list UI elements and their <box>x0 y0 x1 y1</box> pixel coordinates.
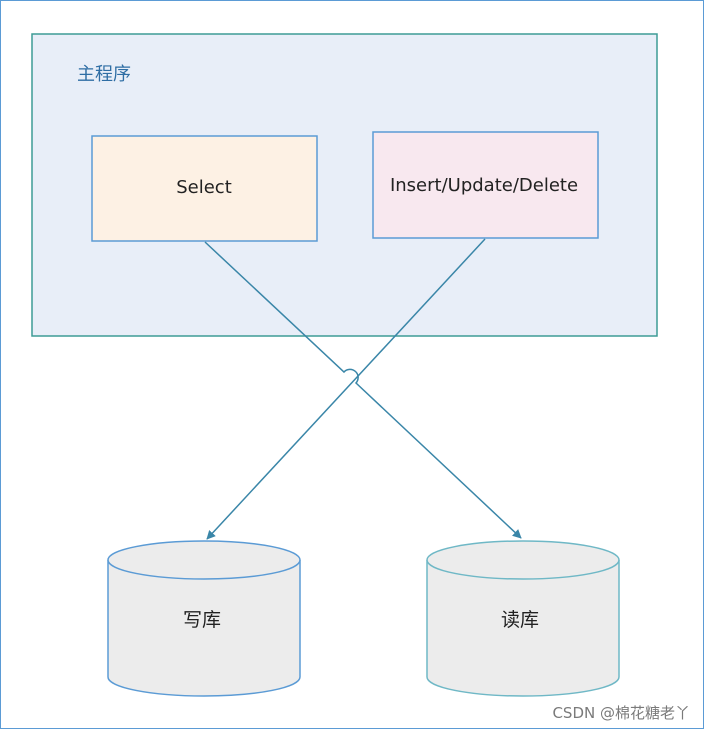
write-ops-box-label: Insert/Update/Delete <box>390 175 578 196</box>
select-to-read-db-connector <box>204 241 522 539</box>
write-ops-to-write-db-connector <box>206 238 486 540</box>
write-ops-box: Insert/Update/Delete <box>372 131 599 239</box>
watermark: CSDN @棉花糖老丫 <box>552 704 690 722</box>
main-program-label: 主程序 <box>77 64 131 85</box>
select-box: Select <box>91 135 318 242</box>
write-db-cylinder: 写库 <box>107 540 301 697</box>
write-db-label: 写库 <box>183 609 221 631</box>
select-box-label: Select <box>176 177 232 198</box>
read-db-label: 读库 <box>501 609 539 631</box>
read-db-cylinder: 读库 <box>426 540 620 697</box>
